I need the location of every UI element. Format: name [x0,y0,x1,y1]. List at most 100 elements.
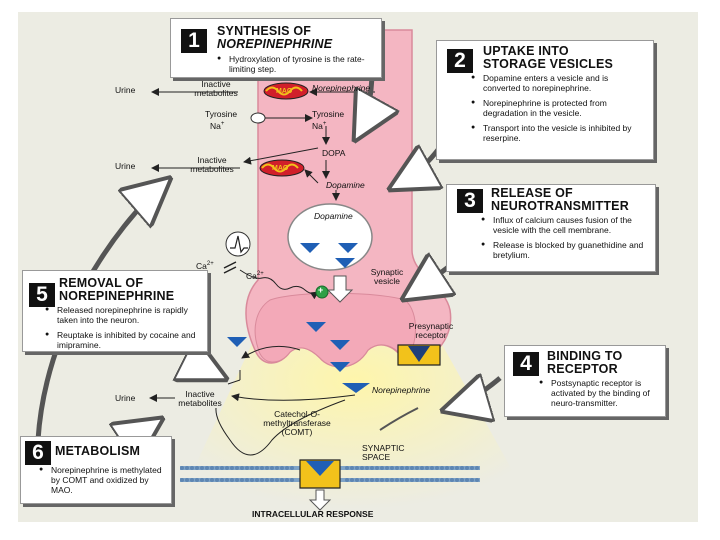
membrane-head [270,478,274,482]
membrane-head [360,466,364,470]
membrane-head [435,478,439,482]
box-2-title-line2: STORAGE VESICLES [483,57,614,71]
membrane-head [355,466,359,470]
membrane-head [230,478,234,482]
membrane-head [425,466,429,470]
membrane-head [255,478,259,482]
membrane-head [400,466,404,470]
membrane-head [415,466,419,470]
mao-enzyme-icon [263,82,309,100]
membrane-head [200,478,204,482]
presynaptic-text: Presynaptic [408,321,454,331]
membrane-head [455,478,459,482]
dopamine-label-2: Dopamine [314,211,353,221]
box-3-bullet: Influx of calcium causes fusion of the v… [481,215,649,235]
box-3-title: RELEASE OF NEUROTRANSMITTER [491,187,629,213]
membrane-head [205,466,209,470]
membrane-head [425,478,429,482]
membrane-head [280,478,284,482]
membrane-head [395,466,399,470]
membrane-head [260,478,264,482]
dopamine-label-1: Dopamine [326,180,365,190]
box-5-bullet: Reuptake is inhibited by cocaine and imi… [45,330,201,350]
membrane-head [195,466,199,470]
ne-molecule [300,243,320,253]
membrane-head [435,466,439,470]
membrane-head [365,466,369,470]
box-metabolism: 6 METABOLISM Norepinephrine is methylate… [20,436,172,504]
box-1-title: SYNTHESIS OF NOREPINEPHRINE [217,25,332,51]
membrane-head [445,478,449,482]
membrane-head [460,466,464,470]
callout-arrow-4b [379,407,419,431]
presynaptic-receptor-label: Presynaptic receptor [404,322,458,340]
box-3-title-line2: NEUROTRANSMITTER [491,199,629,213]
mao-label-2: MAO [272,165,289,172]
box-3-bullet: Release is blocked by guanethidine and b… [481,240,649,260]
membrane-head [350,466,354,470]
box-5-title-line1: REMOVAL OF [59,276,144,290]
membrane-head [450,478,454,482]
box-4-title-line2: RECEPTOR [547,362,618,376]
membrane-head [375,478,379,482]
membrane-head [225,466,229,470]
box-uptake: 2 UPTAKE INTO STORAGE VESICLES Dopamine … [436,40,654,160]
callout-arrow-4 [445,378,502,410]
membrane-head [275,466,279,470]
inactive-metabolites-1: Inactive metabolites [190,80,242,98]
membrane-head [185,466,189,470]
box-6-title: METABOLISM [55,445,140,458]
methyltransferase-text: methyltransferase [263,418,331,428]
ne-molecule [342,383,370,393]
metabolites-text: metabolites [194,88,238,98]
membrane-head [405,466,409,470]
box-3-bullets: Influx of calcium causes fusion of the v… [481,215,649,265]
action-potential-icon [225,231,251,257]
tyrosine-in-label: Tyrosine [312,109,345,119]
membrane-head [190,466,194,470]
membrane-head [180,478,184,482]
membrane-head [440,478,444,482]
tyrosine-out-label: Tyrosine [205,109,238,119]
calcium-flow-line [239,269,319,300]
membrane-head [430,478,434,482]
box-2-bullet: Dopamine enters a vesicle and is convert… [471,73,647,93]
box-1-title-line2: NOREPINEPHRINE [217,37,333,51]
box-1-title-line1: SYNTHESIS OF [217,24,312,38]
box-6-bullets: Norepinephrine is methylated by COMT and… [39,465,167,500]
inactive-metabolites-3: Inactive metabolites [174,390,226,408]
inactive-text: Inactive [185,389,215,399]
step-number-4: 4 [513,352,539,376]
membrane-head [220,466,224,470]
membrane-head [420,466,424,470]
box-1-bullets: Hydroxylation of tyrosine is the rate-li… [217,54,377,79]
membrane-head [390,478,394,482]
box-2-title: UPTAKE INTO STORAGE VESICLES [483,45,613,71]
step-number-5: 5 [29,283,55,307]
membrane-head [225,478,229,482]
presynaptic-receptor-shape [397,344,441,366]
membrane-head [250,466,254,470]
membrane-head [400,478,404,482]
membrane-head [205,478,209,482]
membrane-head [410,478,414,482]
receptor-text: receptor [415,330,447,340]
membrane-head [350,478,354,482]
membrane-head [235,466,239,470]
box-binding: 4 BINDING TO RECEPTOR Postsynaptic recep… [504,345,666,417]
synaptic-cap-text: SYNAPTIC [362,443,405,453]
membrane-head [470,478,474,482]
membrane-head [455,466,459,470]
postsynaptic-receptor-shape [299,459,341,489]
membrane-head [430,466,434,470]
membrane-head [440,466,444,470]
membrane-head [470,466,474,470]
membrane-head [215,466,219,470]
membrane-head [390,466,394,470]
membrane-head [475,478,479,482]
membrane-head [375,466,379,470]
ca-label-1: Ca2+ [196,260,214,271]
catechol-text: Catechol-O- [274,409,320,419]
urine-label-3: Urine [115,393,136,403]
box-5-title: REMOVAL OF NOREPINEPHRINE [59,277,174,303]
